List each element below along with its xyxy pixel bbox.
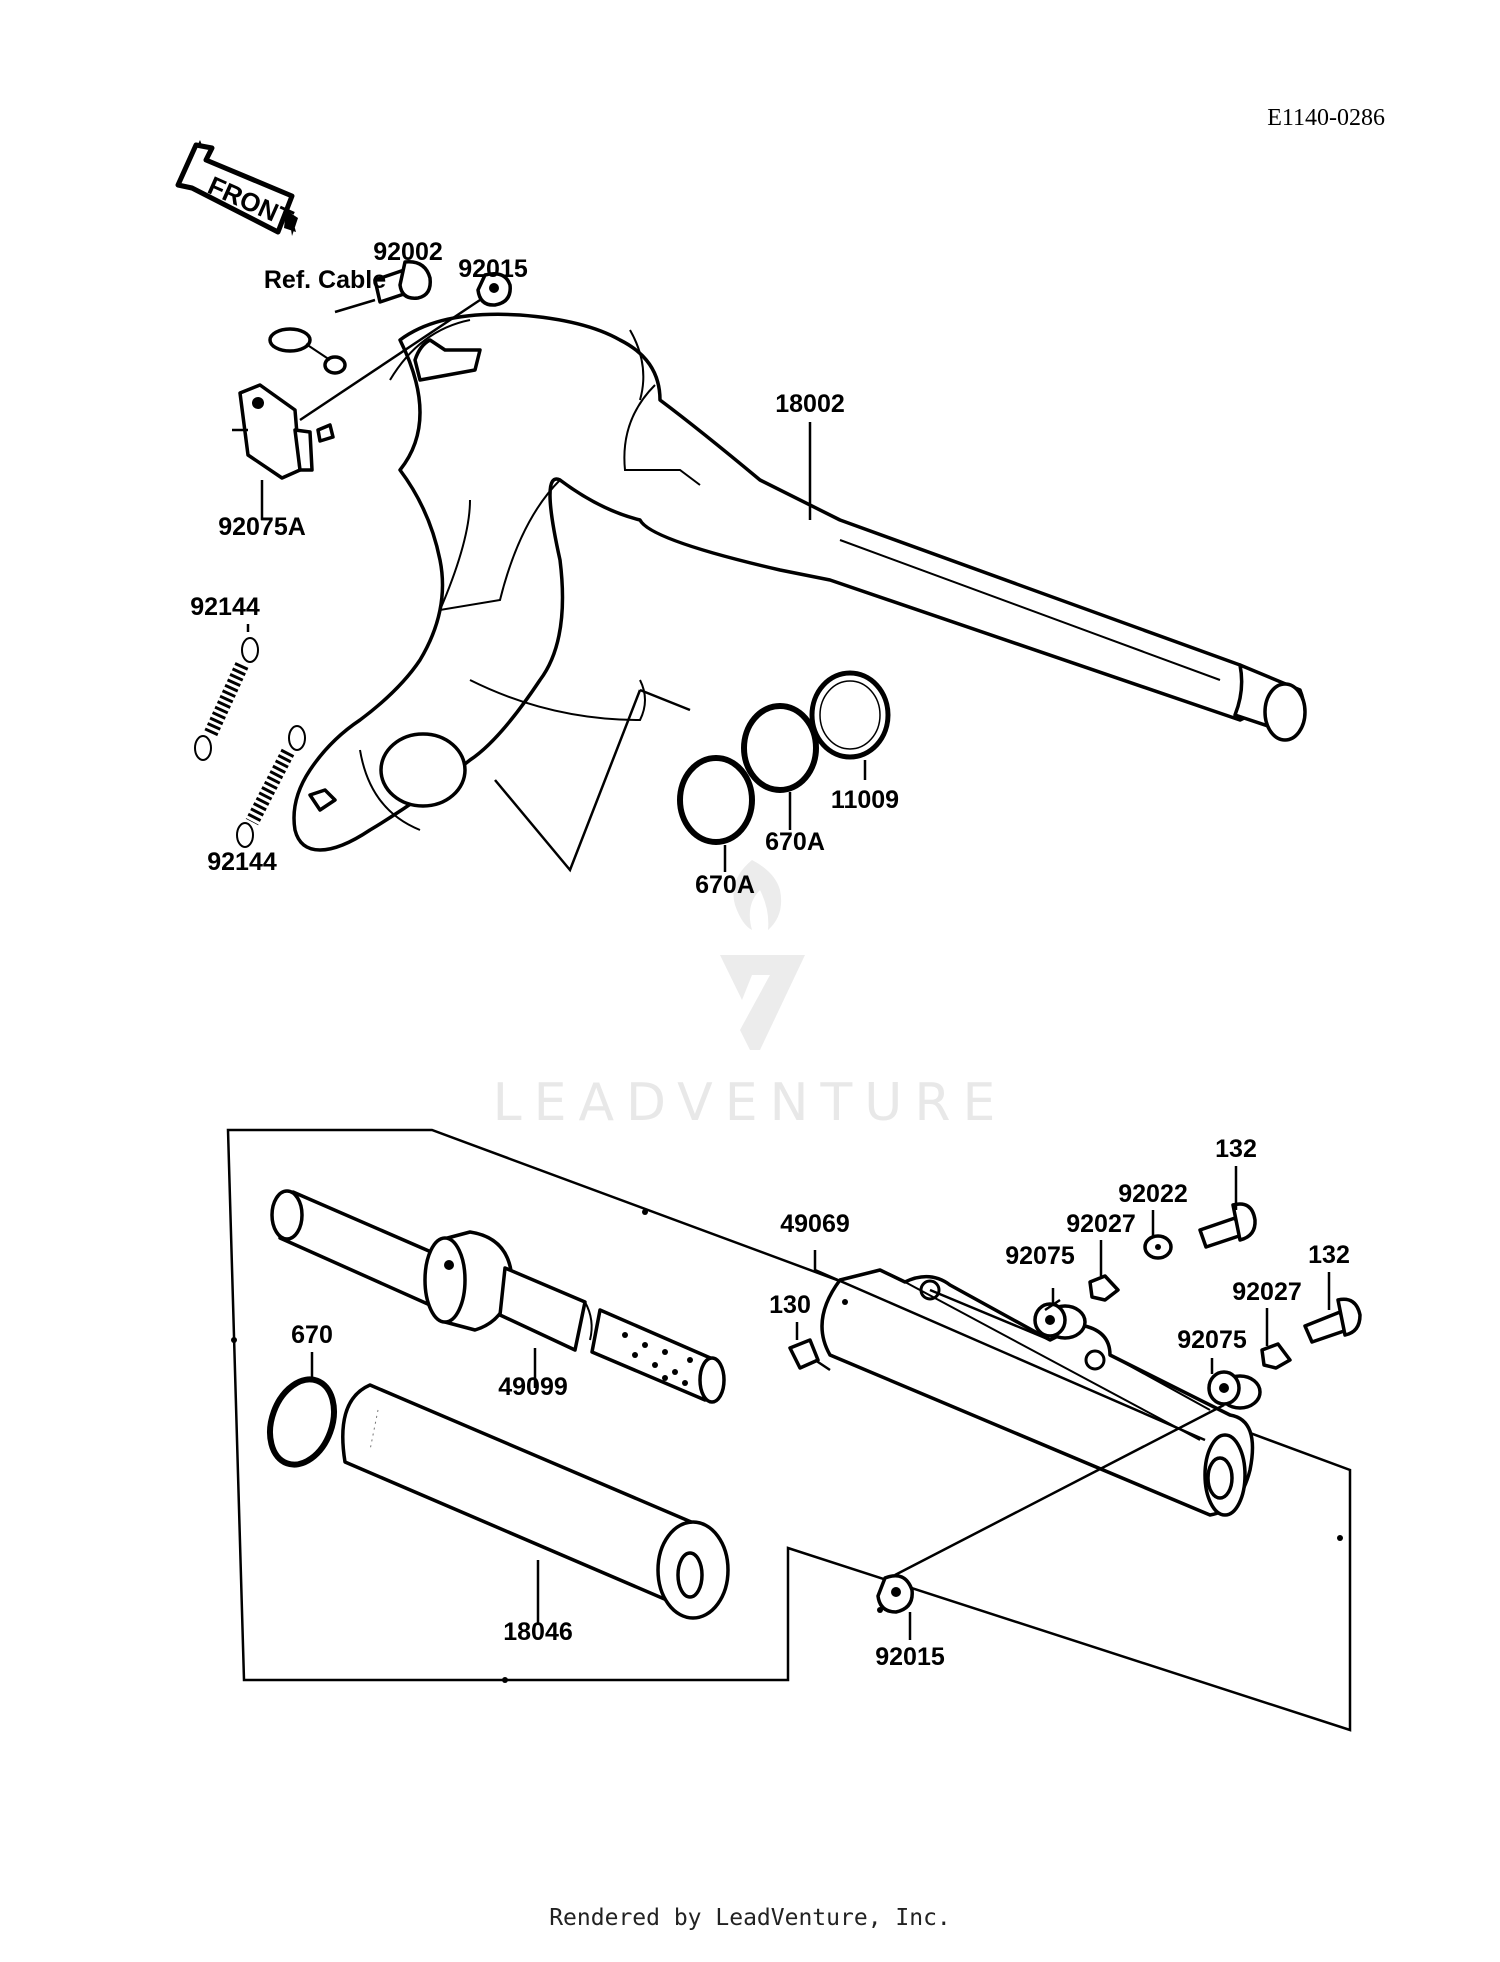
callout-49069: 49069 — [780, 1210, 850, 1238]
callout-92144-a: 92144 — [190, 593, 260, 621]
gasket-670A-1 — [741, 703, 819, 793]
callout-670a-2: 670A — [695, 871, 755, 899]
inset-frame — [226, 1128, 1352, 1732]
callout-92027-a: 92027 — [1066, 1210, 1136, 1238]
callout-132-a: 132 — [1215, 1135, 1257, 1163]
ref-cable-label: Ref. Cable — [264, 266, 386, 294]
packing-18046 — [341, 1383, 730, 1620]
ring-11009 — [809, 670, 891, 760]
callout-670: 670 — [291, 1321, 333, 1349]
grommet-92075-b — [1207, 1370, 1262, 1410]
callout-130: 130 — [769, 1291, 811, 1319]
callout-49099: 49099 — [498, 1373, 568, 1401]
front-arrow-icon: FRONT — [175, 140, 298, 236]
callout-18046: 18046 — [503, 1618, 573, 1646]
footer-credit: Rendered by LeadVenture, Inc. — [549, 1905, 951, 1931]
collar-92027-a — [1088, 1274, 1120, 1302]
expansion-chamber-18002 — [292, 312, 1307, 852]
spring-92144-a — [194, 637, 259, 761]
bolt-132-b — [1303, 1297, 1362, 1344]
callout-11009: 11009 — [831, 786, 899, 814]
bolt-92002 — [373, 260, 432, 304]
callout-92022: 92022 — [1118, 1180, 1188, 1208]
diagram-code: E1140-0286 — [1267, 105, 1385, 131]
nut-92015-top — [476, 272, 512, 307]
silencer-49069 — [820, 1268, 1255, 1517]
cable-guide-ring — [268, 327, 347, 375]
callout-92144-b: 92144 — [207, 848, 277, 876]
callout-92027-b: 92027 — [1232, 1278, 1302, 1306]
bracket-92075A — [238, 383, 335, 480]
callout-92002: 92002 — [373, 238, 443, 266]
callout-92015-bottom: 92015 — [875, 1643, 945, 1671]
bolt-132-a — [1198, 1202, 1257, 1249]
watermark-text: LEADVENTURE — [493, 1073, 1008, 1133]
callout-92075-a: 92075 — [1005, 1242, 1075, 1270]
baffle-49099 — [270, 1189, 726, 1404]
callout-132-b: 132 — [1308, 1241, 1350, 1269]
callout-92015-top: 92015 — [458, 255, 528, 283]
callout-92075a: 92075A — [218, 513, 306, 541]
gasket-670A-2 — [677, 755, 755, 845]
washer-92022 — [1143, 1234, 1173, 1260]
callout-18002: 18002 — [775, 390, 845, 418]
collar-92027-b — [1260, 1342, 1292, 1370]
gasket-670 — [267, 1376, 337, 1468]
leadventure-logo-icon — [695, 860, 805, 1050]
grommet-92075-a — [1033, 1302, 1087, 1340]
bolt-130 — [788, 1338, 831, 1372]
callout-92075-b: 92075 — [1177, 1326, 1247, 1354]
nut-92015-bottom — [876, 1574, 914, 1614]
spring-92144-b — [236, 725, 306, 848]
callout-670a-1: 670A — [765, 828, 825, 856]
